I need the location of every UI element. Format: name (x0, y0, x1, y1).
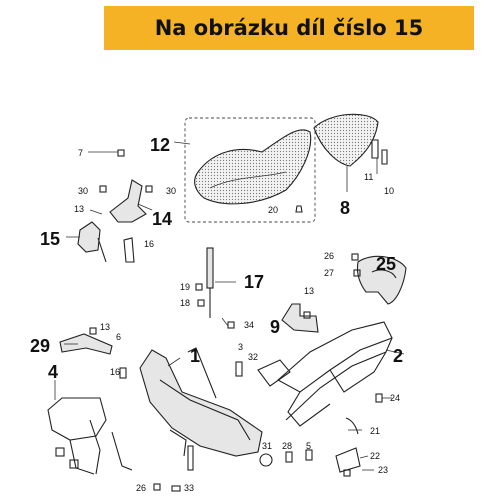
seat-bolt (295, 205, 303, 213)
label-23: 23 (378, 465, 388, 475)
front-bracket-plate (47, 397, 107, 441)
label-31: 31 (262, 441, 272, 451)
label-3: 3 (238, 342, 243, 352)
label-5: 5 (306, 441, 311, 451)
label-30a: 30 (78, 186, 88, 196)
label-7: 7 (78, 148, 83, 158)
label-9: 9 (270, 317, 280, 337)
label-26b: 26 (136, 483, 146, 493)
label-18: 18 (180, 298, 190, 308)
label-32: 32 (248, 352, 258, 362)
gas-spring-cylinder (206, 247, 214, 289)
title-banner: Na obrázku díl číslo 15 (104, 6, 474, 50)
stand-part-shape (59, 333, 113, 355)
main-frame-body (139, 349, 263, 457)
rear-cowl-part (313, 113, 379, 167)
ring-part (259, 453, 273, 467)
label-4: 4 (48, 362, 58, 382)
label-25: 25 (376, 254, 396, 274)
label-20: 20 (268, 205, 278, 215)
cable (345, 417, 359, 435)
label-15: 15 (40, 229, 60, 249)
label-16b: 16 (110, 367, 120, 377)
label-2: 2 (393, 346, 403, 366)
main-frame[interactable] (139, 347, 263, 457)
rear-carrier-part (356, 255, 407, 305)
label-8: 8 (340, 198, 350, 218)
bracket-9[interactable] (281, 303, 319, 333)
label-34: 34 (244, 320, 254, 330)
label-27: 27 (324, 268, 334, 278)
label-17: 17 (244, 272, 264, 292)
seat-bracket-part (109, 179, 147, 223)
label-14: 14 (152, 209, 172, 229)
label-13b: 13 (304, 286, 314, 296)
front-bracket-assembly[interactable] (47, 380, 133, 475)
label-28: 28 (282, 441, 292, 451)
seat-lock[interactable] (66, 221, 101, 253)
label-33: 33 (184, 483, 194, 493)
seat-part (194, 129, 312, 205)
label-30b: 30 (166, 186, 176, 196)
stand-part[interactable] (59, 333, 113, 355)
label-26a: 26 (324, 251, 334, 261)
label-6: 6 (116, 332, 121, 342)
label-16a: 16 (144, 239, 154, 249)
seat-bracket[interactable] (109, 179, 153, 223)
seat-assembly[interactable] (184, 117, 316, 223)
banner-title: Na obrázku díl číslo 15 (154, 16, 424, 40)
label-10: 10 (384, 186, 394, 196)
gas-spring[interactable] (206, 247, 236, 318)
bracket-9-part (281, 303, 319, 333)
rear-subframe[interactable] (257, 321, 393, 427)
label-22: 22 (370, 451, 380, 461)
rear-cowl[interactable] (313, 113, 388, 192)
seat-lock-part (77, 221, 101, 253)
label-12: 12 (150, 135, 170, 155)
rear-carrier[interactable] (356, 255, 407, 305)
label-13a: 13 (74, 204, 84, 214)
label-24: 24 (390, 393, 400, 403)
label-13c: 13 (100, 322, 110, 332)
seat-dashed-box (184, 117, 316, 223)
label-29: 29 (30, 336, 50, 356)
label-1: 1 (190, 346, 200, 366)
hardware (55, 149, 383, 492)
label-21: 21 (370, 426, 380, 436)
label-11: 11 (364, 172, 373, 182)
label-19: 19 (180, 282, 190, 292)
